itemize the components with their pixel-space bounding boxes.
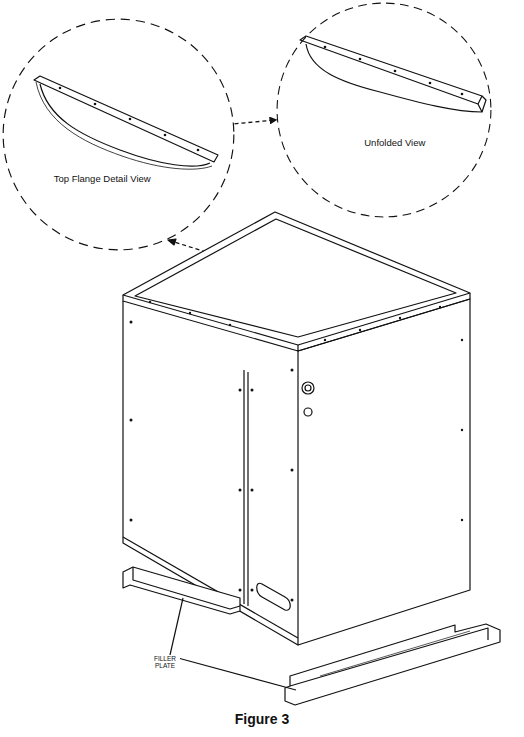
dashed-circle bbox=[2, 18, 235, 251]
dashed-circle bbox=[276, 2, 492, 218]
view-label: Top Flange Detail View bbox=[54, 173, 151, 184]
dashed-arrow bbox=[235, 120, 277, 124]
detail-circle: Top Flange Detail View bbox=[2, 18, 235, 251]
figure-caption: Figure 3 bbox=[235, 711, 289, 727]
detail-circle: Unfolded View bbox=[276, 2, 492, 218]
view-label: Unfolded View bbox=[364, 137, 425, 148]
part-label: FILLER PLATE bbox=[150, 655, 180, 669]
